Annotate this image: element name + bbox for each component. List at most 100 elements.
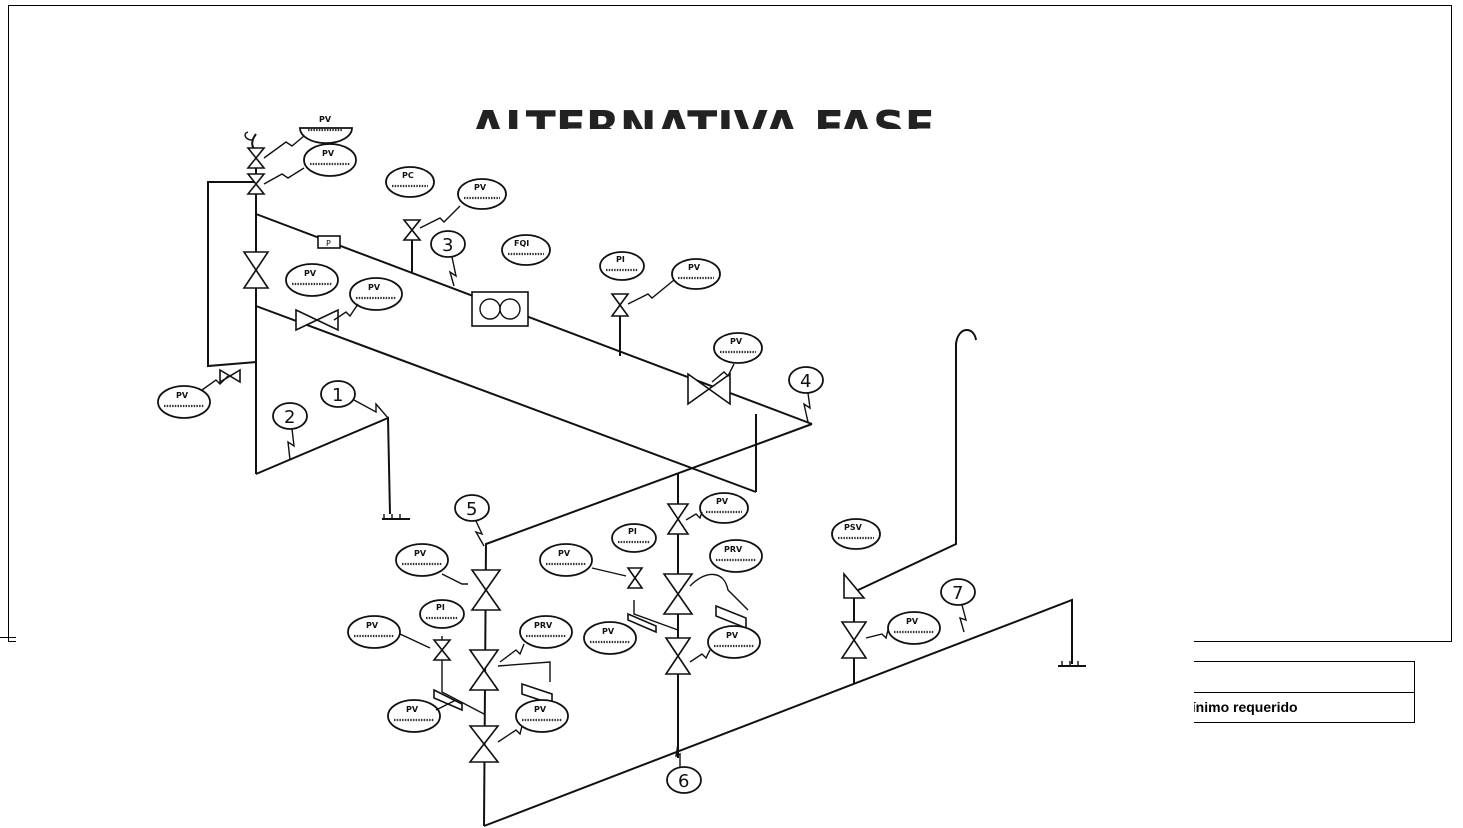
- instrument-pv-left-1: PV: [285, 263, 339, 297]
- instrument-pi-1: PI: [599, 251, 645, 281]
- bubble-outline: [349, 277, 403, 311]
- signal-line: [865, 629, 889, 640]
- bubble-tag: PV: [319, 115, 332, 124]
- prv-2-pilot: [715, 604, 747, 630]
- instrument-pv-pc: PV: [419, 178, 507, 229]
- instrument-pv-right: PV: [711, 332, 763, 383]
- bubble-tag: PV: [414, 549, 427, 558]
- node-leader: [675, 743, 681, 767]
- signal-line: [419, 205, 461, 229]
- valve-pc: [402, 219, 422, 241]
- signal-line: [685, 511, 703, 521]
- bubble-tag: PV: [726, 631, 739, 640]
- signal-line: [201, 375, 229, 391]
- valve-col1-1: [470, 569, 502, 611]
- node-leader: [474, 520, 485, 547]
- bubble-tag: PV: [322, 149, 335, 158]
- node-circle: [320, 380, 356, 408]
- bottom-header-pipe: [483, 598, 1073, 827]
- signal-line: [497, 725, 523, 743]
- bubble-outline: [285, 263, 339, 297]
- signal-line: [591, 567, 627, 577]
- pipe-tag-text: P: [326, 239, 331, 248]
- bubble-outline: [671, 258, 721, 290]
- bubble-outline: [385, 166, 435, 198]
- flow-meter-rotor-b: [499, 298, 521, 320]
- node-label-4: 4: [788, 366, 824, 423]
- signal-line: [627, 279, 675, 305]
- instrument-pv-lower-b: PV: [347, 615, 431, 649]
- bubble-outline: [713, 332, 763, 364]
- bubble-outline: [699, 492, 749, 524]
- bubble-tag: PI: [628, 527, 637, 536]
- bubble-outline: [887, 611, 941, 645]
- signal-line: [263, 135, 305, 159]
- bubble-tag: PI: [436, 603, 445, 612]
- instrument-prv-1: PRV: [499, 615, 573, 663]
- valve-header-2: [295, 308, 339, 332]
- instrument-psv: PSV: [831, 518, 881, 550]
- bubble-tag: FQI: [514, 239, 529, 248]
- bubble-outline: [157, 385, 211, 419]
- instrument-pv-c2-c: PV: [689, 625, 761, 663]
- bubble-outline: [583, 621, 637, 655]
- bubble-tag: PV: [176, 391, 189, 400]
- instrument-pc: PC: [385, 166, 435, 198]
- bubble-tag: PV: [366, 621, 379, 630]
- valve-psv-line: [840, 621, 868, 659]
- prv-2-sense-line: [689, 573, 749, 611]
- node-number: 1: [332, 385, 343, 406]
- node-number: 4: [800, 371, 811, 392]
- instrument-fqi: FQI: [501, 234, 551, 266]
- bubble-tag: PV: [474, 183, 487, 192]
- bubble-outline: [539, 543, 593, 577]
- valve-pi-1: [610, 293, 630, 317]
- instrument-pv-lower-c: PV: [387, 699, 457, 733]
- bubble-tag: PV: [304, 269, 317, 278]
- bubble-tag: PV: [716, 497, 729, 506]
- branch-pi-3: [633, 600, 679, 631]
- bubble-tag: PV: [558, 549, 571, 558]
- riser-hook: [244, 131, 253, 141]
- bubble-outline: [347, 615, 401, 649]
- bubble-tag: PV: [368, 283, 381, 292]
- node-circle: [788, 366, 824, 394]
- signal-line: [399, 633, 431, 649]
- valve-col1-prv: [468, 649, 500, 691]
- psv-vent-pipe: [853, 329, 977, 684]
- node-circle: [666, 766, 702, 794]
- bubble-outline: [387, 699, 441, 733]
- instrument-pv-top-b: PV: [263, 135, 357, 185]
- node-label-1: 1: [320, 380, 389, 419]
- instrument-prv-2: PRV: [709, 539, 763, 573]
- valve-col2-2: [664, 637, 692, 675]
- ground-symbols: [382, 514, 1086, 667]
- bubble-outline: [419, 599, 465, 629]
- bubble-tag: PV: [602, 627, 615, 636]
- bubble-outline: [831, 518, 881, 550]
- instrument-pv-lower-d: PV: [497, 699, 569, 743]
- bubble-tag: PV: [406, 705, 419, 714]
- node-circle: [940, 578, 976, 606]
- signal-line: [711, 363, 735, 383]
- instrument-pi-2: PI: [419, 599, 465, 629]
- bubble-tag: PRV: [724, 545, 743, 554]
- second-header-pipe: [255, 305, 757, 493]
- valve-right: [687, 372, 731, 406]
- table-cell-minimum-required: r mínimo requerido: [1170, 699, 1298, 715]
- valve-left-1: [242, 251, 270, 289]
- node-labels: 1 2 3 4 5 6 7: [272, 230, 976, 794]
- bubble-outline: [515, 699, 569, 733]
- node-number: 3: [442, 235, 453, 256]
- instrument-pv-psv: PV: [865, 611, 941, 645]
- left-bypass-pipe: [207, 181, 257, 368]
- bubble-outline: [707, 625, 761, 659]
- signal-line: [333, 303, 359, 321]
- psv-relief-valve: [843, 571, 866, 599]
- pipe-tag-box: [317, 235, 341, 249]
- instrument-pv-pi-1: PV: [627, 258, 721, 305]
- node-leader: [802, 392, 811, 423]
- instrument-pv-lower-a: PV: [395, 543, 468, 585]
- pipe-network: [207, 131, 1073, 827]
- valve-top-1: [246, 147, 266, 169]
